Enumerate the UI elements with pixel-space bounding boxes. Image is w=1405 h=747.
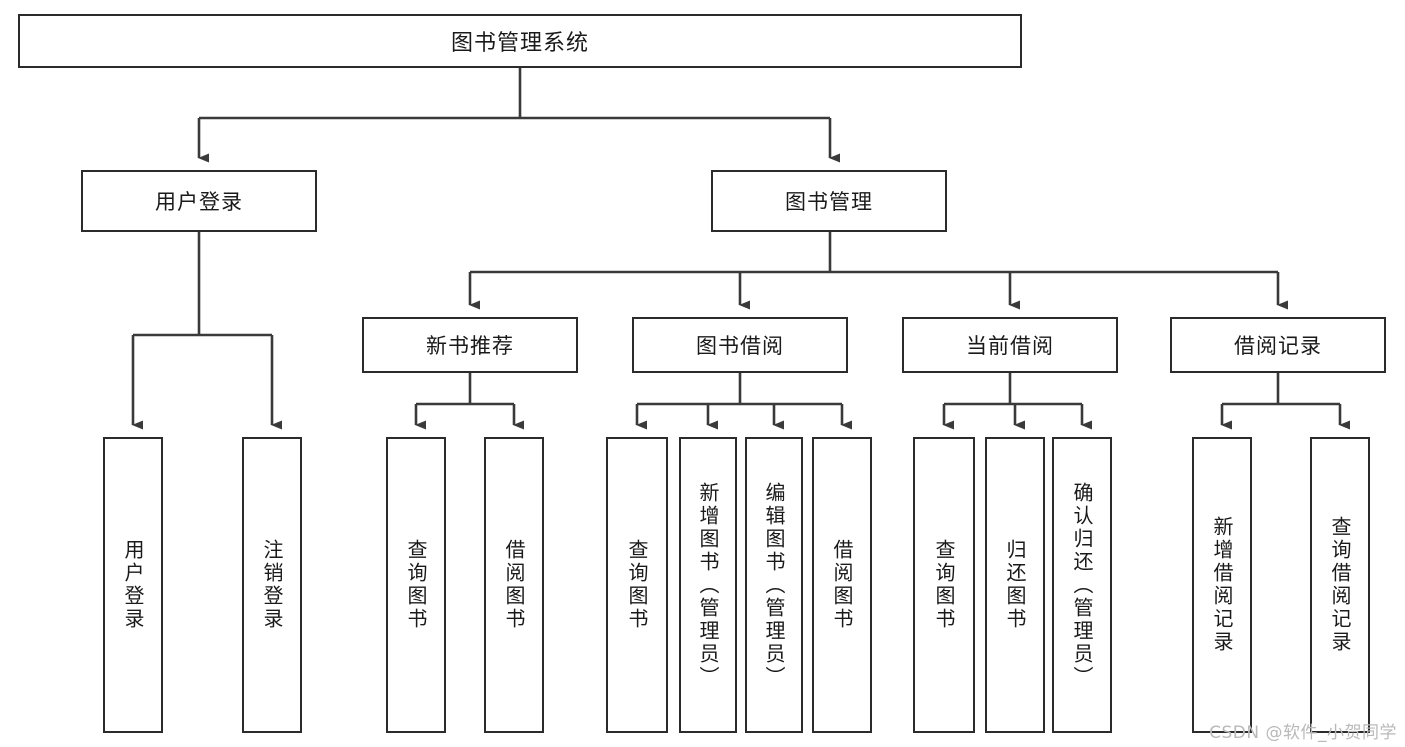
node-leaf-add-book-admin[interactable]: 新增图书（管理员） xyxy=(679,437,737,733)
node-leaf-query-book-rec[interactable]: 查询图书 xyxy=(386,437,446,733)
node-borrow-record[interactable]: 借阅记录 xyxy=(1170,317,1386,373)
node-new-book-recommend-label: 新书推荐 xyxy=(426,334,514,358)
node-borrow-record-label: 借阅记录 xyxy=(1234,334,1322,358)
node-user-login[interactable]: 用户登录 xyxy=(81,170,317,232)
node-root-label: 图书管理系统 xyxy=(450,31,589,56)
node-book-manage-label: 图书管理 xyxy=(785,190,873,214)
node-book-borrow-label: 图书借阅 xyxy=(696,334,784,358)
node-leaf-query-book-borrow-label: 查询图书 xyxy=(625,539,649,631)
node-leaf-query-book-borrow[interactable]: 查询图书 xyxy=(606,437,668,733)
node-leaf-query-borrow-record[interactable]: 查询借阅记录 xyxy=(1310,437,1370,733)
node-leaf-user-login-label: 用户登录 xyxy=(121,539,145,631)
node-user-login-label: 用户登录 xyxy=(155,190,243,214)
csdn-watermark: CSDN @软件_小贺同学 xyxy=(1209,723,1397,743)
node-new-book-recommend[interactable]: 新书推荐 xyxy=(362,317,578,373)
node-leaf-query-borrow-record-label: 查询借阅记录 xyxy=(1328,516,1352,654)
node-leaf-logout-label: 注销登录 xyxy=(260,539,284,631)
node-book-borrow[interactable]: 图书借阅 xyxy=(632,317,848,373)
node-root[interactable]: 图书管理系统 xyxy=(18,14,1022,68)
node-leaf-add-borrow-record-label: 新增借阅记录 xyxy=(1210,516,1234,654)
node-leaf-add-borrow-record[interactable]: 新增借阅记录 xyxy=(1192,437,1252,733)
node-leaf-confirm-return-admin-label: 确认归还（管理员） xyxy=(1070,481,1094,689)
node-leaf-add-book-admin-label: 新增图书（管理员） xyxy=(696,481,720,689)
node-leaf-query-book-current-label: 查询图书 xyxy=(932,539,956,631)
node-current-borrow[interactable]: 当前借阅 xyxy=(902,317,1118,373)
node-leaf-return-book-label: 归还图书 xyxy=(1003,539,1027,631)
node-current-borrow-label: 当前借阅 xyxy=(966,334,1054,358)
node-leaf-query-book-current[interactable]: 查询图书 xyxy=(913,437,975,733)
node-leaf-user-login[interactable]: 用户登录 xyxy=(103,437,163,733)
node-leaf-return-book[interactable]: 归还图书 xyxy=(985,437,1045,733)
node-leaf-query-book-rec-label: 查询图书 xyxy=(404,539,428,631)
node-leaf-borrow-book-label: 借阅图书 xyxy=(830,539,854,631)
node-leaf-confirm-return-admin[interactable]: 确认归还（管理员） xyxy=(1052,437,1112,733)
node-leaf-borrow-book-rec-label: 借阅图书 xyxy=(502,539,526,631)
node-book-manage[interactable]: 图书管理 xyxy=(711,170,947,232)
node-leaf-edit-book-admin[interactable]: 编辑图书（管理员） xyxy=(745,437,803,733)
node-leaf-logout[interactable]: 注销登录 xyxy=(242,437,302,733)
node-leaf-borrow-book-rec[interactable]: 借阅图书 xyxy=(484,437,544,733)
node-leaf-borrow-book[interactable]: 借阅图书 xyxy=(812,437,872,733)
node-leaf-edit-book-admin-label: 编辑图书（管理员） xyxy=(762,481,786,689)
